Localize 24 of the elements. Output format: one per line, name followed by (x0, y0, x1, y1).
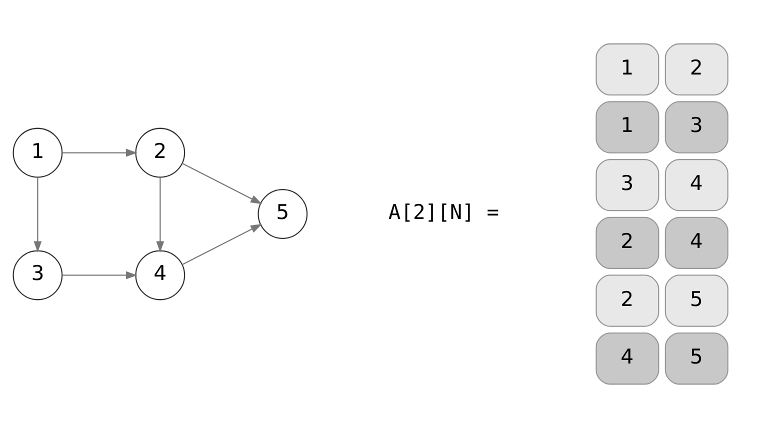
arrow (62, 271, 138, 280)
label: 4 (690, 171, 703, 196)
label: 5 (690, 286, 703, 311)
label: 1 (620, 55, 634, 80)
label: 2 (620, 228, 634, 253)
label: 3 (620, 171, 634, 196)
label: 2 (690, 55, 703, 80)
label: 3 (690, 113, 703, 138)
label: 5 (690, 344, 703, 369)
node-circle: 5 (258, 189, 308, 239)
node-circle: 1 (12, 128, 63, 178)
node-circle: 4 (135, 250, 186, 300)
arrow (182, 162, 262, 204)
arrow (156, 177, 164, 253)
arrow (34, 177, 42, 253)
arrow (62, 148, 138, 157)
node-circle: 3 (12, 250, 63, 300)
label: 4 (620, 344, 634, 369)
node-circle: 2 (135, 128, 186, 178)
arrow (182, 224, 262, 266)
label: 4 (690, 228, 703, 253)
label: A[2][N] = (388, 200, 499, 224)
label: 1 (620, 113, 634, 138)
label: 2 (620, 286, 634, 311)
